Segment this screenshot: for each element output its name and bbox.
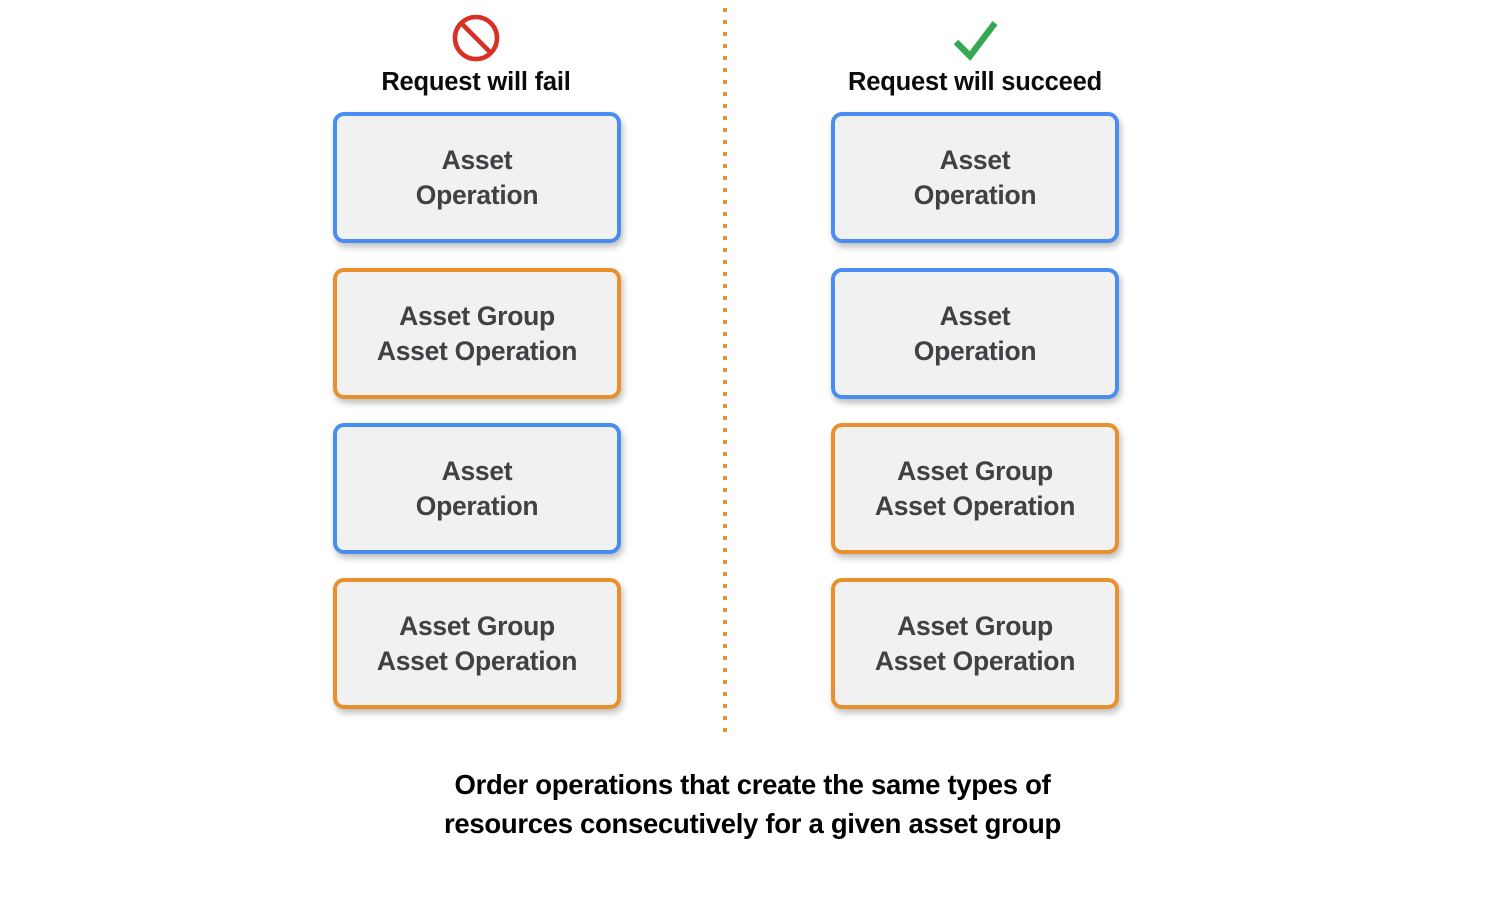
column-divider: [723, 8, 727, 736]
box-asset-operation[interactable]: Asset Operation: [831, 112, 1119, 243]
box-label: Asset Group Asset Operation: [874, 610, 1076, 676]
box-asset-operation[interactable]: Asset Operation: [333, 112, 621, 243]
box-label: Asset Operation: [415, 144, 539, 210]
diagram-caption: Order operations that create the same ty…: [443, 769, 1062, 840]
box-asset-group-asset-operation[interactable]: Asset Group Asset Operation: [333, 268, 621, 399]
column-succeed-label: Request will succeed: [848, 68, 1102, 96]
box-label: Asset Group Asset Operation: [874, 455, 1076, 521]
box-label: Asset Operation: [415, 455, 539, 521]
box-asset-group-asset-operation[interactable]: Asset Group Asset Operation: [333, 578, 621, 709]
box-asset-group-asset-operation[interactable]: Asset Group Asset Operation: [831, 578, 1119, 709]
column-succeed-header: Request will succeed: [685, 12, 1265, 96]
box-asset-group-asset-operation[interactable]: Asset Group Asset Operation: [831, 423, 1119, 554]
box-asset-operation[interactable]: Asset Operation: [831, 268, 1119, 399]
box-label: Asset Group Asset Operation: [376, 300, 578, 366]
box-label: Asset Group Asset Operation: [376, 610, 578, 676]
box-label: Asset Operation: [913, 300, 1037, 366]
box-label: Asset Operation: [913, 144, 1037, 210]
column-fail-header: Request will fail: [186, 12, 766, 96]
column-fail-label: Request will fail: [381, 68, 571, 96]
checkmark-icon: [953, 21, 998, 61]
prohibition-icon: [452, 14, 500, 62]
box-asset-operation[interactable]: Asset Operation: [333, 423, 621, 554]
